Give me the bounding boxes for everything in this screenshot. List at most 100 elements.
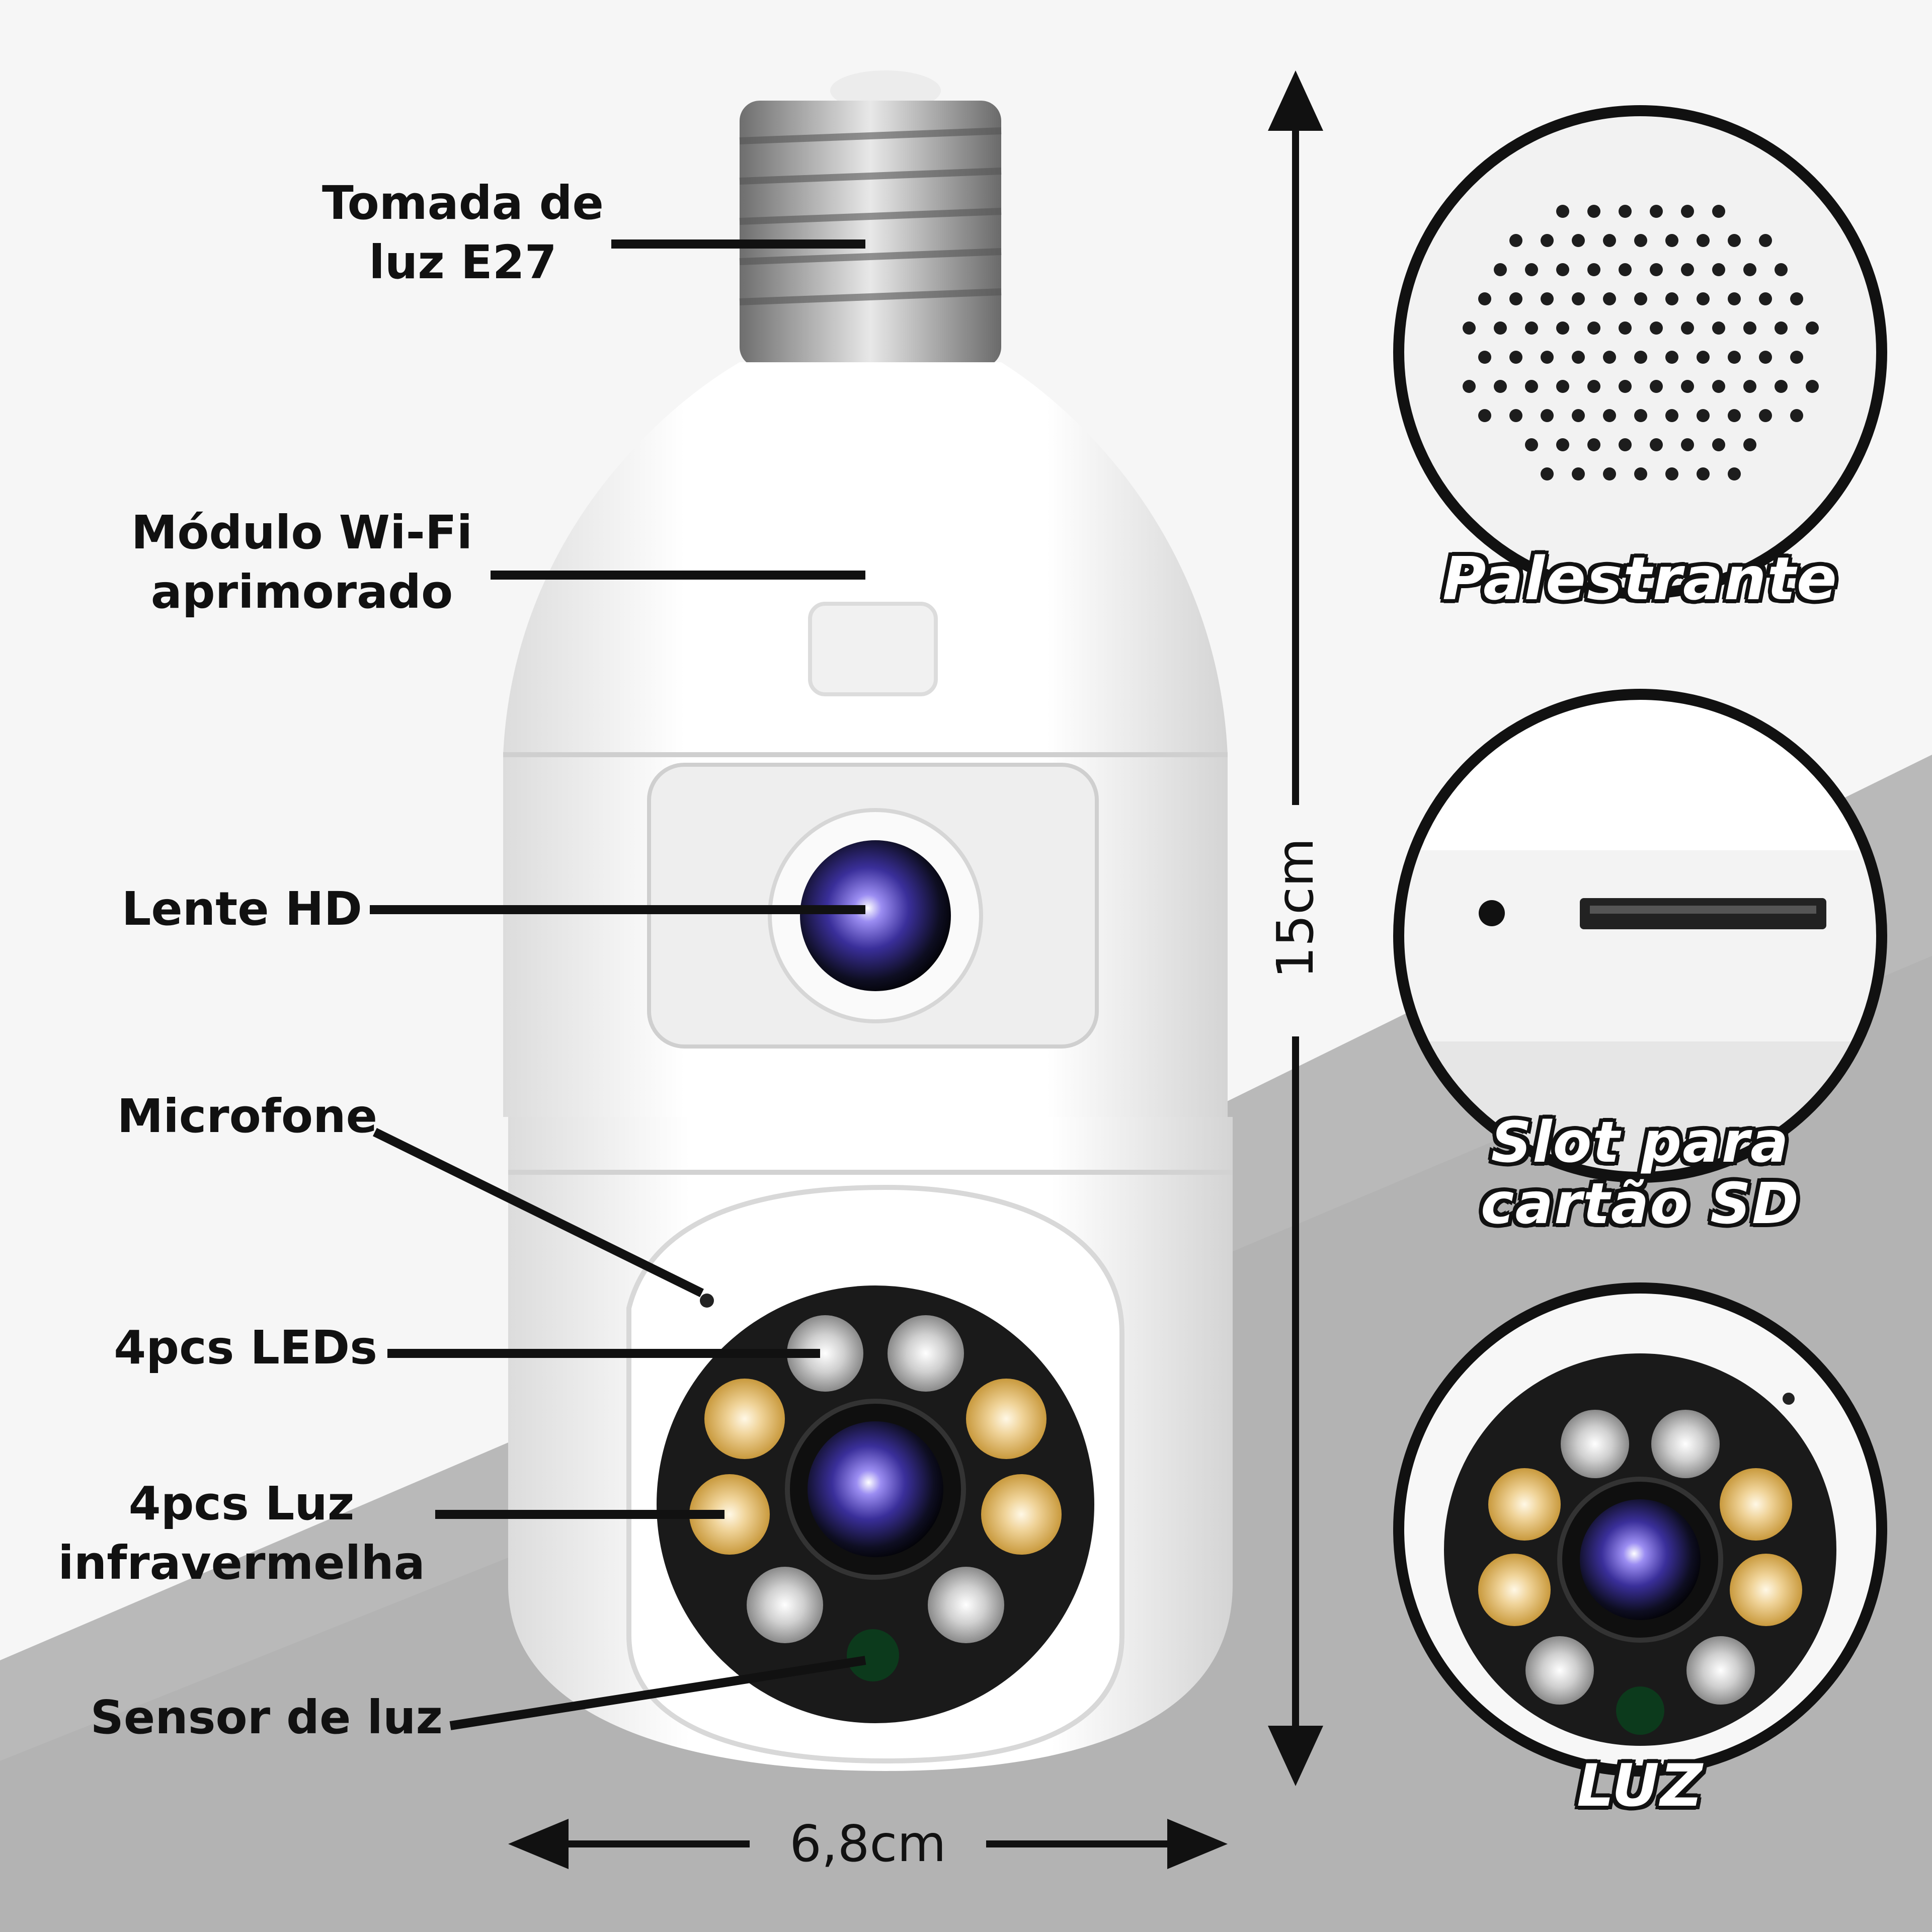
speaker-hole: [1587, 321, 1600, 335]
speaker-hole: [1603, 234, 1616, 247]
width-dimension-label: 6,8cm: [789, 1814, 946, 1873]
infrared-led-icons: [689, 1379, 1062, 1555]
speaker-hole: [1650, 205, 1663, 218]
speaker-hole: [1572, 292, 1585, 305]
speaker-hole: [1806, 380, 1819, 393]
speaker-hole: [1556, 205, 1569, 218]
speaker-hole: [1494, 263, 1507, 276]
speaker-hole: [1634, 234, 1647, 247]
label-hd-lens: Lente HD: [121, 882, 362, 936]
speaker-hole: [1541, 351, 1554, 364]
speaker-hole: [1603, 292, 1616, 305]
speaker-hole: [1728, 234, 1741, 247]
speaker-hole: [1587, 205, 1600, 218]
speaker-hole: [1525, 321, 1538, 335]
speaker-hole: [1572, 467, 1585, 480]
speaker-hole: [1619, 438, 1632, 451]
speaker-hole: [1603, 409, 1616, 422]
speaker-hole: [1665, 234, 1678, 247]
speaker-hole: [1728, 292, 1741, 305]
speaker-hole: [1759, 234, 1772, 247]
speaker-hole: [1478, 351, 1491, 364]
speaker-hole: [1556, 321, 1569, 335]
speaker-hole: [1587, 438, 1600, 451]
height-dimension-label: 15cm: [1266, 838, 1325, 979]
speaker-hole: [1463, 321, 1476, 335]
speaker-hole: [1759, 351, 1772, 364]
speaker-hole: [1712, 380, 1725, 393]
speaker-hole: [1743, 438, 1756, 451]
speaker-hole: [1541, 409, 1554, 422]
speaker-hole: [1494, 380, 1507, 393]
speaker-hole: [1556, 263, 1569, 276]
speaker-hole: [1759, 409, 1772, 422]
e27-socket: [739, 70, 1002, 367]
speaker-hole: [1790, 409, 1803, 422]
label-socket: Tomada de luz E27: [322, 176, 604, 289]
speaker-hole: [1525, 263, 1538, 276]
speaker-inset: [1393, 105, 1887, 599]
speaker-hole: [1650, 263, 1663, 276]
speaker-hole: [1509, 234, 1522, 247]
speaker-hole: [1775, 321, 1788, 335]
speaker-hole: [1681, 380, 1694, 393]
speaker-hole: [1494, 321, 1507, 335]
speaker-hole: [1681, 321, 1694, 335]
speaker-hole: [1681, 438, 1694, 451]
speaker-hole: [1790, 351, 1803, 364]
speaker-hole: [1634, 467, 1647, 480]
speaker-hole: [1509, 292, 1522, 305]
speaker-hole: [1478, 292, 1491, 305]
speaker-hole: [1806, 321, 1819, 335]
speaker-hole: [1556, 380, 1569, 393]
speaker-hole: [1572, 409, 1585, 422]
label-leds: 4pcs LEDs: [114, 1321, 377, 1375]
speaker-hole: [1650, 321, 1663, 335]
speaker-hole: [1634, 409, 1647, 422]
reset-hole-icon: [1479, 900, 1505, 926]
badge-sd-slot: Slot para cartão SD: [1481, 1110, 1800, 1237]
speaker-hole: [1541, 292, 1554, 305]
speaker-hole: [1619, 321, 1632, 335]
speaker-hole: [1463, 380, 1476, 393]
speaker-hole: [1665, 292, 1678, 305]
white-led-icons: [747, 1315, 1004, 1643]
speaker-hole: [1712, 205, 1725, 218]
speaker-hole: [1681, 263, 1694, 276]
speaker-hole: [1587, 263, 1600, 276]
speaker-hole: [1541, 234, 1554, 247]
speaker-hole: [1712, 263, 1725, 276]
speaker-hole: [1759, 292, 1772, 305]
speaker-hole: [1603, 351, 1616, 364]
speaker-hole: [1712, 438, 1725, 451]
speaker-hole: [1743, 263, 1756, 276]
speaker-hole: [1509, 409, 1522, 422]
ptz-lens-icon: [808, 1421, 943, 1557]
speaker-hole: [1775, 263, 1788, 276]
speaker-hole: [1587, 380, 1600, 393]
speaker-hole: [1728, 351, 1741, 364]
speaker-hole: [1634, 351, 1647, 364]
speaker-hole: [1697, 467, 1710, 480]
speaker-hole: [1572, 351, 1585, 364]
speaker-hole: [1712, 321, 1725, 335]
wifi-window: [808, 602, 938, 696]
speaker-hole: [1728, 409, 1741, 422]
badge-light: LUZ: [1577, 1752, 1704, 1820]
speaker-hole: [1541, 467, 1554, 480]
speaker-hole: [1525, 380, 1538, 393]
speaker-hole: [1728, 467, 1741, 480]
speaker-hole: [1634, 292, 1647, 305]
speaker-hole: [1556, 438, 1569, 451]
speaker-hole: [1619, 205, 1632, 218]
speaker-hole: [1603, 467, 1616, 480]
speaker-hole: [1650, 438, 1663, 451]
label-microphone: Microfone: [117, 1089, 377, 1143]
hd-lens-icon: [800, 840, 951, 991]
speaker-hole: [1619, 263, 1632, 276]
speaker-hole: [1697, 292, 1710, 305]
speaker-hole: [1697, 234, 1710, 247]
speaker-hole: [1697, 409, 1710, 422]
label-light-sensor: Sensor de luz: [90, 1691, 443, 1744]
